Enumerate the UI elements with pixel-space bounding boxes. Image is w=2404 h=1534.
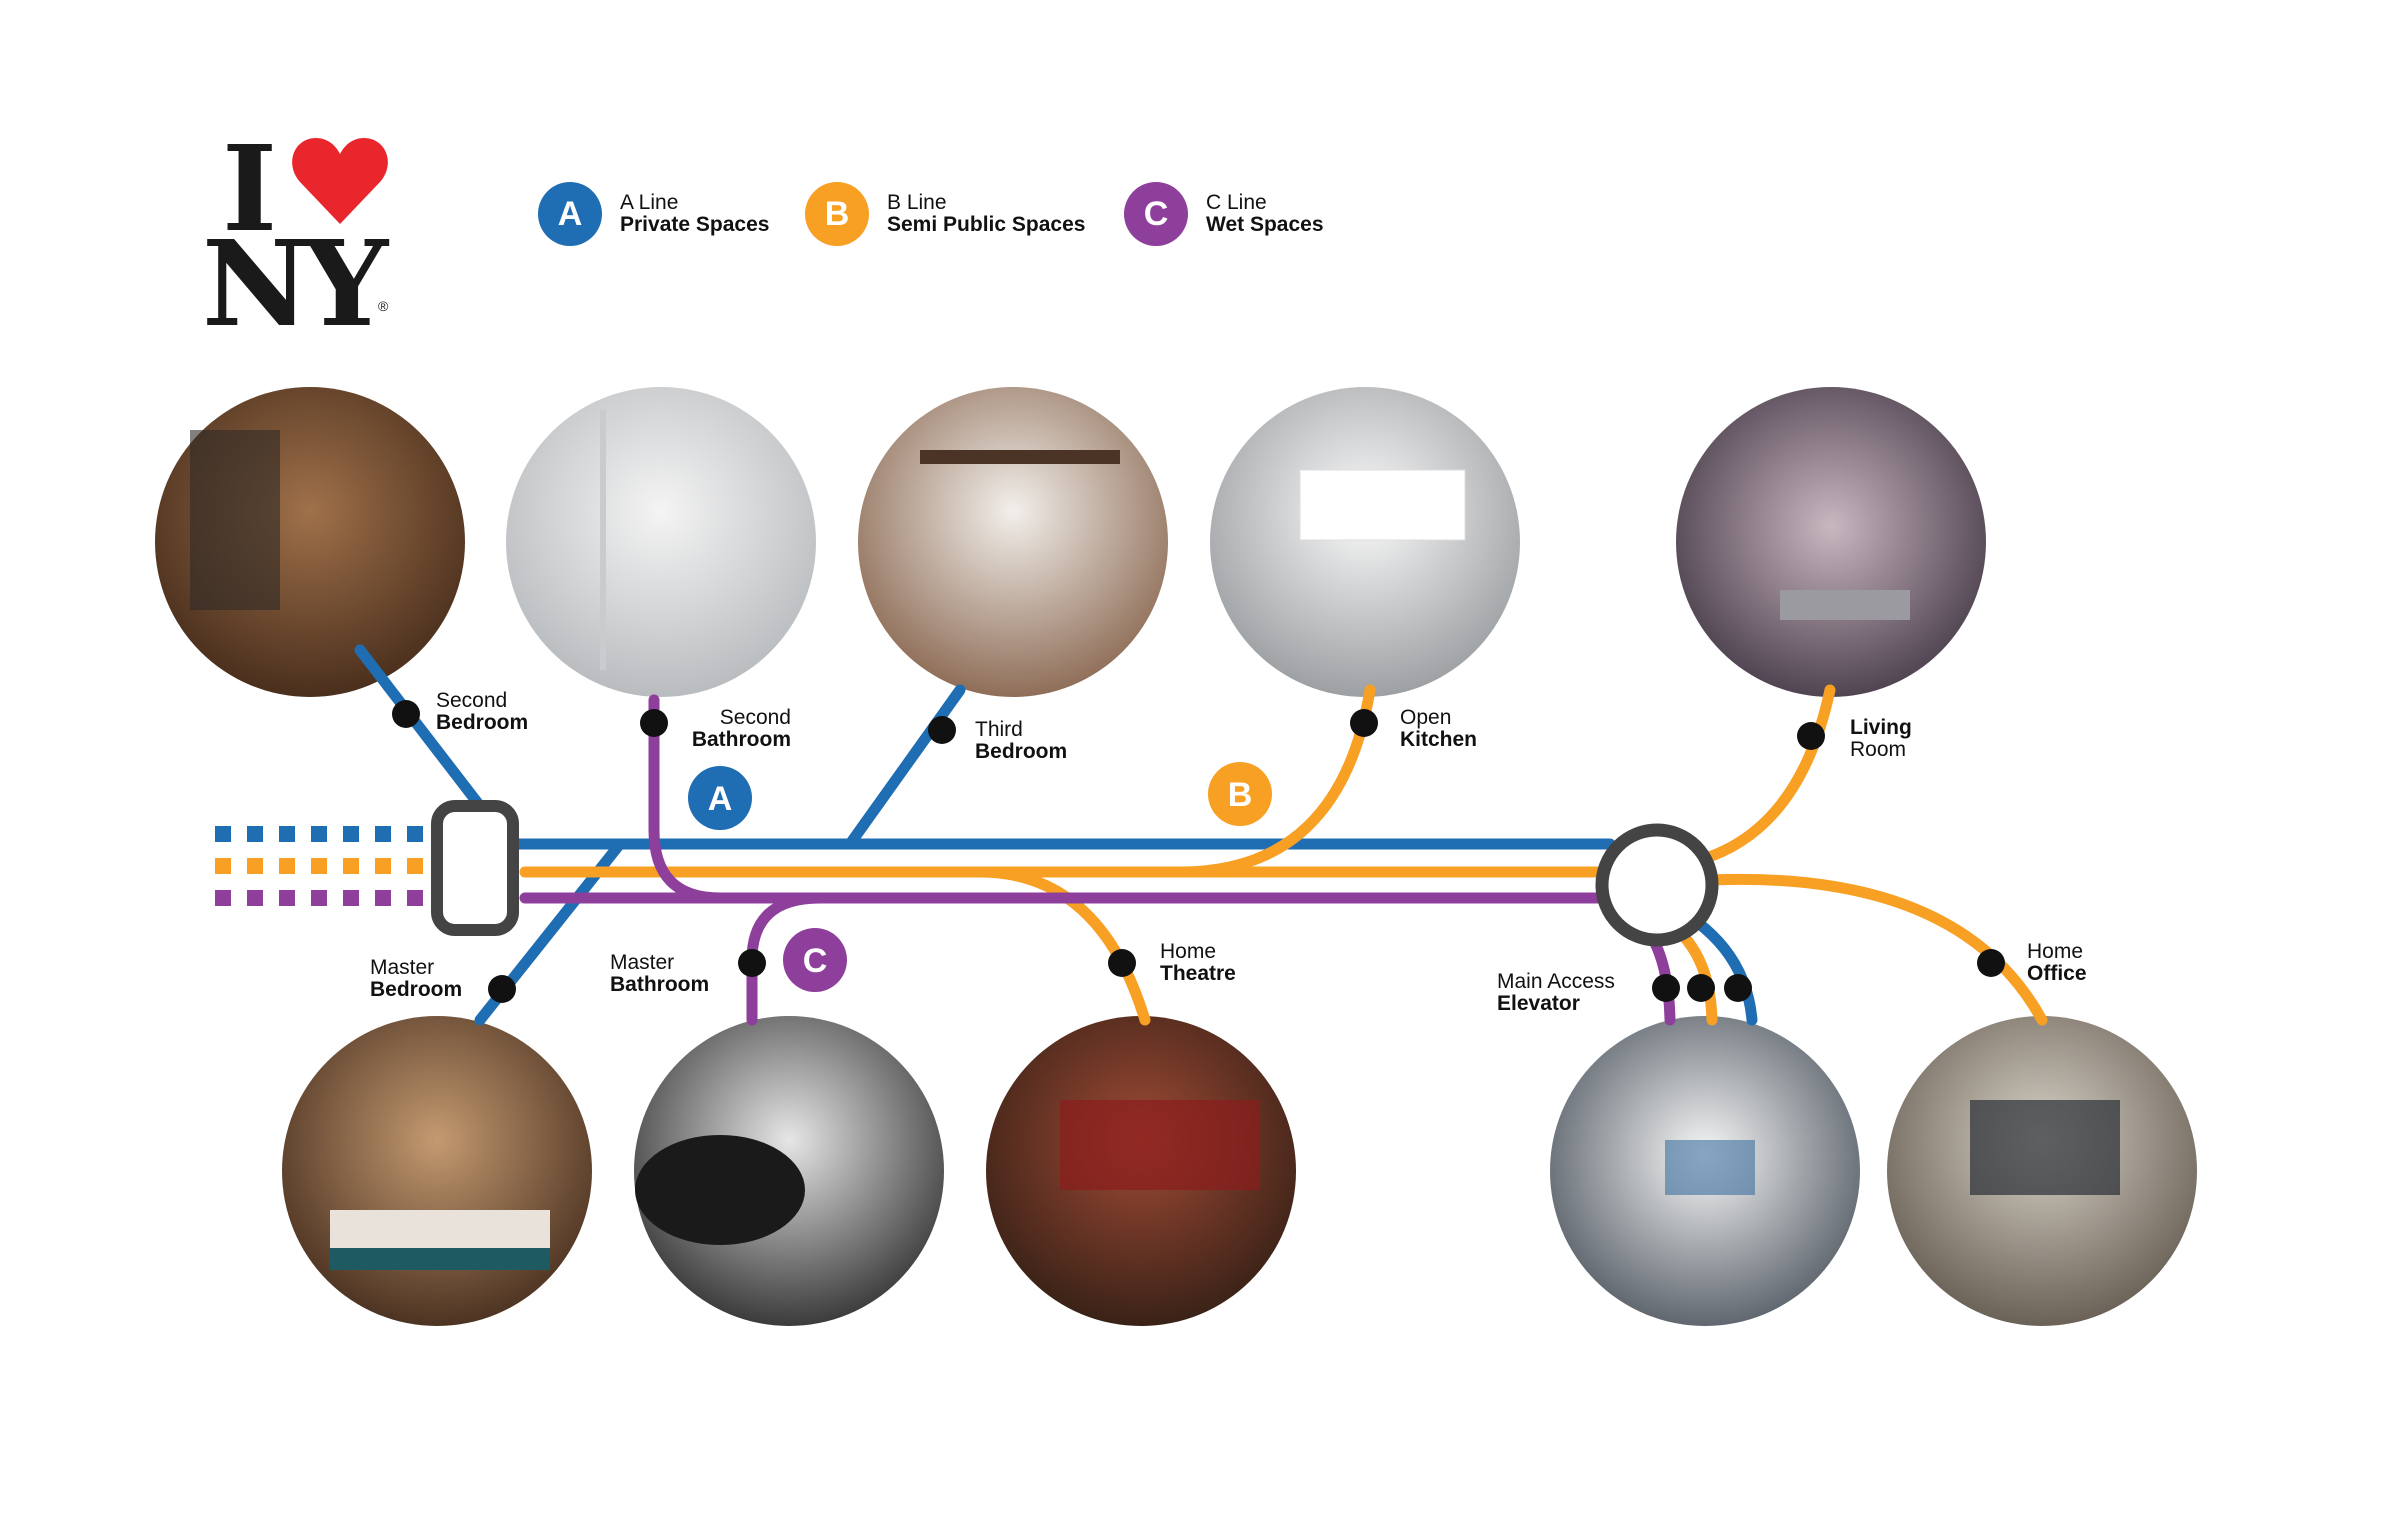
map-badge-a: [688, 766, 752, 830]
photo-master-bathroom-basin: [635, 1135, 805, 1245]
legend-desc-c: Wet Spaces: [1206, 213, 1324, 236]
station-label-home-theatre-bottom: Theatre: [1160, 962, 1236, 985]
a-line: [354, 644, 1758, 1026]
station-label-living-room-top: Living: [1850, 716, 1912, 739]
i-love-ny-logo: I NY ®: [200, 119, 410, 343]
main-hub: [1595, 823, 1719, 947]
photo-open-kitchen: [1210, 387, 1520, 697]
a-line-second-bedroom-branch: [354, 644, 486, 812]
legend-item-b: B B Line Semi Public Spaces: [805, 182, 1085, 246]
station-dot-home-theatre: [1108, 949, 1136, 977]
logo-ny: NY: [202, 214, 388, 353]
station-label-master-bathroom-top: Master: [610, 951, 675, 974]
photo-living-room-sofa: [1780, 590, 1910, 620]
legend-line-c: C Line: [1206, 191, 1267, 214]
station-dots: [392, 700, 2005, 1003]
station-label-home-theatre: Home Theatre: [1160, 941, 1236, 985]
photo-master-bedroom: [282, 1016, 592, 1326]
b-line-living-room-branch: [1694, 684, 1836, 866]
station-dot-elevator-c: [1652, 974, 1680, 1002]
station-dot-second-bathroom: [640, 709, 668, 737]
photo-master-bedroom-blanket: [330, 1248, 550, 1270]
station-label-main-access-elevator: Main Access Elevator: [1497, 971, 1615, 1015]
photo-second-bedroom-panel: [190, 430, 280, 610]
station-label-third-bedroom-bottom: Bedroom: [975, 740, 1068, 763]
photo-second-bathroom: [506, 387, 816, 697]
station-label-second-bedroom-bottom: Bedroom: [436, 711, 529, 734]
west-hub: [431, 800, 519, 936]
station-label-third-bedroom-top: Third: [975, 718, 1023, 741]
map-badge-a-group: A: [688, 766, 752, 830]
b-line-theatre-branch: [974, 866, 1151, 1026]
station-label-open-kitchen-bottom: Kitchen: [1400, 728, 1478, 751]
station-label-living-room-bottom: Room: [1850, 738, 1907, 761]
station-label-master-bathroom-bottom: Bathroom: [610, 973, 710, 996]
station-label-home-office: Home Office: [2027, 941, 2087, 985]
station-label-second-bathroom-bottom: Bathroom: [691, 728, 791, 751]
logo-registered-mark: ®: [378, 298, 389, 314]
legend-badge-a: A: [538, 182, 602, 246]
photo-main-access-elevator-window: [1665, 1140, 1755, 1195]
station-label-second-bathroom: Second Bathroom: [683, 707, 791, 751]
station-label-open-kitchen-top: Open: [1400, 706, 1452, 729]
station-dot-second-bedroom: [392, 700, 420, 728]
station-label-second-bathroom-top: Second: [719, 706, 791, 729]
map-badge-b-letter: B: [1228, 776, 1253, 814]
photo-living-room: [1676, 387, 1986, 697]
legend-text-c: C Line Wet Spaces: [1206, 192, 1324, 236]
legend-line-a: A Line: [620, 191, 679, 214]
legend-badge-b: B: [805, 182, 869, 246]
station-label-master-bedroom-bottom: Bedroom: [370, 978, 463, 1001]
map-badge-c-letter: C: [803, 942, 828, 980]
station-label-second-bedroom-top: Second: [436, 689, 508, 712]
legend-desc-b: Semi Public Spaces: [887, 213, 1086, 236]
a-line-third-bedroom-branch: [844, 684, 966, 850]
b-line-office-branch: [1704, 873, 2048, 1026]
photo-home-theatre-shelf: [1060, 1100, 1260, 1190]
station-dot-open-kitchen: [1350, 709, 1378, 737]
map-badge-b: [1208, 762, 1272, 826]
legend-item-c: C C Line Wet Spaces: [1124, 182, 1324, 246]
station-dot-elevator-b: [1687, 974, 1715, 1002]
c-line-bathroom-branch: [648, 694, 726, 904]
photo-third-bedroom: [858, 387, 1168, 697]
legend-line-b: B Line: [887, 191, 947, 214]
station-label-master-bedroom-top: Master: [370, 956, 435, 979]
photo-second-bathroom-glass: [600, 410, 606, 670]
map-badge-a-letter: A: [708, 780, 733, 818]
photo-third-bedroom-loft: [920, 450, 1120, 464]
station-dot-home-office: [1977, 949, 2005, 977]
station-dot-third-bedroom: [928, 716, 956, 744]
station-label-home-office-top: Home: [2027, 940, 2084, 963]
station-dot-elevator-a: [1724, 974, 1752, 1002]
logo-i: I: [222, 119, 278, 258]
station-label-home-office-bottom: Office: [2027, 962, 2087, 985]
station-label-master-bedroom: Master Bedroom: [370, 957, 462, 1001]
legend-text-a: A Line Private Spaces: [620, 192, 769, 236]
map-badge-c-group: C: [783, 928, 847, 992]
station-label-main-access-elevator-top: Main Access: [1497, 970, 1615, 993]
photo-open-kitchen-cabinets: [1299, 469, 1466, 541]
station-label-second-bedroom: Second Bedroom: [436, 690, 528, 734]
station-dot-master-bedroom: [488, 975, 516, 1003]
station-label-home-theatre-top: Home: [1160, 940, 1217, 963]
map-badge-b-group: B: [1208, 762, 1272, 826]
station-dot-master-bathroom: [738, 949, 766, 977]
legend-desc-a: Private Spaces: [620, 213, 770, 236]
legend-text-b: B Line Semi Public Spaces: [887, 192, 1085, 236]
map-badge-c: [783, 928, 847, 992]
station-label-master-bathroom: Master Bathroom: [610, 952, 709, 996]
station-label-open-kitchen: Open Kitchen: [1400, 707, 1477, 751]
station-label-main-access-elevator-bottom: Elevator: [1497, 992, 1580, 1015]
station-label-third-bedroom: Third Bedroom: [975, 719, 1067, 763]
legend-badge-c: C: [1124, 182, 1188, 246]
heart-icon: [292, 138, 388, 224]
station-dot-living-room: [1797, 722, 1825, 750]
station-label-living-room: Living Room: [1850, 717, 1912, 761]
legend-item-a: A A Line Private Spaces: [538, 182, 769, 246]
photo-home-office-window: [1970, 1100, 2120, 1195]
